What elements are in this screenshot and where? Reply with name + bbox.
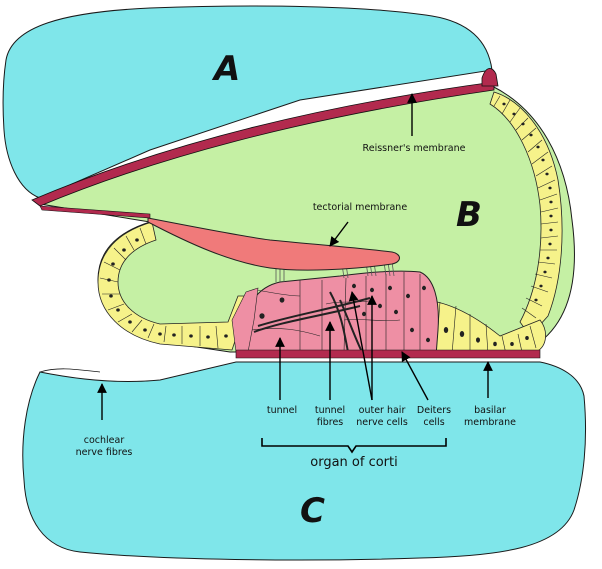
outer-hair-label-line1: outer hair — [359, 405, 406, 416]
tunnel-fibres — [253, 291, 371, 353]
reissners-membrane-label: Reissner's membrane — [363, 143, 466, 154]
cochlear-nerve-label-line2: nerve fibres — [76, 447, 133, 458]
organ-brace — [261, 438, 447, 454]
region-a-label: A — [211, 49, 240, 89]
cochlear-nerve-label-line1: cochlear — [84, 435, 125, 446]
tunnel-fibres-label-line1: tunnel — [315, 405, 345, 416]
basilar-membrane-label-line1: basilar — [474, 405, 506, 416]
tectorial-membrane — [147, 217, 400, 271]
inner-sulcus-nuclei — [107, 238, 228, 339]
annotation-arrows — [97, 93, 493, 420]
tunnel-fibres-label-line2: fibres — [317, 417, 344, 428]
tunnel-label: tunnel — [267, 405, 297, 416]
region-c-label: C — [300, 491, 325, 531]
scala-vestibuli-region — [2, 5, 493, 199]
scala-tympani-region — [22, 361, 587, 561]
deiters-label-line2: cells — [423, 417, 444, 428]
region-b-label: B — [456, 195, 482, 235]
reissners-membrane — [31, 81, 495, 207]
reissners-bump — [481, 68, 499, 87]
tectorial-membrane-label: tectorial membrane — [313, 202, 407, 213]
organ-of-corti-label: organ of corti — [310, 455, 397, 470]
basilar-membrane — [235, 349, 541, 359]
stria-cell-dividers — [493, 95, 559, 319]
stria-nuclei — [502, 102, 553, 302]
scala-tympani-top-notch — [39, 368, 101, 373]
deiters-label-line1: Deiters — [417, 405, 451, 416]
claudius-nuclei — [443, 327, 529, 347]
basilar-membrane-label-line2: membrane — [464, 417, 516, 428]
organ-nuclei — [259, 283, 430, 343]
outer-hair-label-line2: nerve cells — [356, 417, 408, 428]
